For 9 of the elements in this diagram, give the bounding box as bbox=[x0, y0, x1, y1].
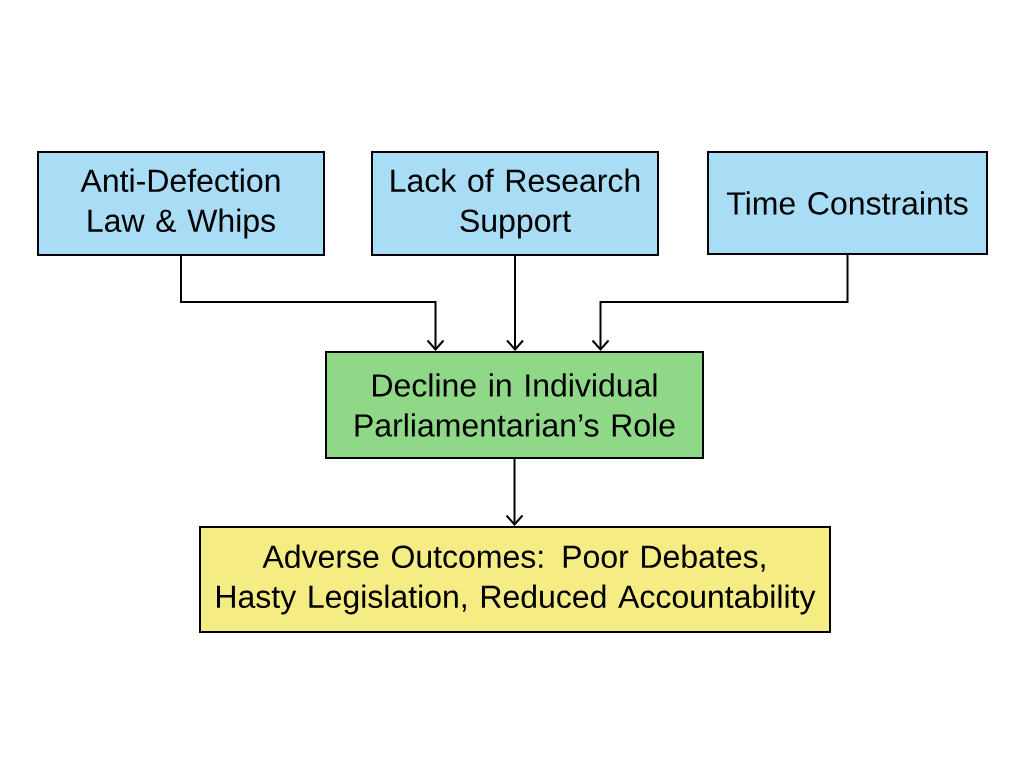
cause-box: Lack of Research Support bbox=[371, 151, 659, 256]
arrow bbox=[180, 255, 445, 351]
cause-box: Time Constraints bbox=[707, 151, 988, 255]
arrow bbox=[591, 254, 849, 351]
effect-box: Decline in Individual Parliamentarian’s Role bbox=[325, 351, 704, 459]
outcome-box: Adverse Outcomes: Poor Debates, Hasty Legislation, Reduced Accountability bbox=[199, 526, 831, 633]
arrow bbox=[506, 255, 524, 351]
cause-box: Anti-Defection Law & Whips bbox=[37, 151, 325, 256]
arrow bbox=[505, 458, 524, 526]
